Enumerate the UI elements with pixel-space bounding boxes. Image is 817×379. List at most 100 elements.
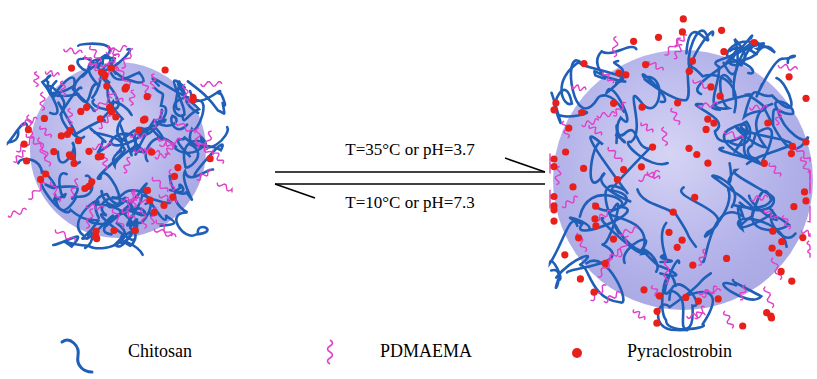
pdmaema-chain (40, 92, 45, 110)
chitosan-symbol (62, 340, 92, 372)
pdmaema-chain (597, 112, 616, 118)
pdmaema-chain (724, 131, 743, 139)
chitosan-chain (729, 163, 774, 210)
pdmaema-chain (589, 125, 602, 135)
pdmaema-chain (40, 126, 52, 138)
pyraclostrobin-dot (552, 99, 559, 106)
pdmaema-chain (159, 138, 175, 148)
pdmaema-chain (603, 72, 614, 84)
chitosan-chain (92, 76, 118, 120)
pyraclostrobin-dot (778, 238, 785, 245)
pyraclostrobin-dot (685, 145, 692, 152)
chitosan-chain (703, 206, 787, 262)
pyraclostrobin-dot (132, 227, 139, 234)
pdmaema-chain (165, 143, 176, 155)
chitosan-chain (658, 273, 711, 330)
pyraclostrobin-dot (769, 228, 776, 235)
pdmaema-chain (608, 147, 622, 162)
pdmaema-chain (740, 285, 746, 300)
equilibrium-arrows (275, 158, 545, 198)
pdmaema-symbol (328, 340, 333, 364)
right-polymer-network (550, 15, 810, 330)
pyraclostrobin-dot (110, 227, 117, 234)
pdmaema-chain (50, 181, 60, 202)
pdmaema-chain (151, 74, 156, 88)
pyraclostrobin-dot (802, 197, 809, 204)
pyraclostrobin-dot (37, 176, 44, 183)
pdmaema-chain (141, 209, 147, 229)
chitosan-chain (555, 61, 623, 110)
chitosan-chain (757, 56, 795, 97)
pdmaema-chain (61, 81, 66, 97)
pdmaema-chain (130, 133, 147, 138)
pyraclostrobin-dot (71, 160, 78, 167)
pyraclostrobin-dot (799, 234, 806, 241)
pyraclostrobin-dot (775, 249, 782, 256)
pdmaema-chain (613, 36, 618, 57)
pyraclostrobin-dot (135, 126, 142, 133)
pyraclostrobin-dot (77, 108, 84, 115)
pdmaema-chain (674, 45, 683, 59)
pdmaema-chain (606, 249, 621, 261)
pyraclostrobin-dot (715, 295, 722, 302)
pyraclostrobin-dot (160, 202, 167, 209)
pyraclostrobin-dot (639, 104, 646, 111)
chitosan-chain (753, 128, 772, 161)
pyraclostrobin-dot (689, 58, 696, 65)
pdmaema-chain (175, 121, 195, 133)
pyraclostrobin-dot (723, 255, 730, 262)
legend-text: Pyraclostrobin (627, 341, 732, 363)
pyraclostrobin-dot (550, 163, 557, 170)
reverse-arrow-barb (275, 184, 315, 198)
pdmaema-chain (93, 97, 112, 110)
pyraclostrobin-dot (691, 194, 698, 201)
pdmaema-chain (751, 195, 768, 201)
pyraclostrobin-dot (592, 222, 599, 229)
pyraclostrobin-dot (174, 164, 181, 171)
pdmaema-chain (782, 215, 790, 229)
pdmaema-chain (664, 260, 669, 284)
condition-label: T=10°C or pH=7.3 (260, 193, 560, 213)
pyraclostrobin-dot (580, 165, 587, 172)
pdmaema-chain (604, 291, 621, 302)
pdmaema-chain (695, 306, 705, 319)
pdmaema-chain (699, 249, 707, 265)
pyraclostrobin-dot (190, 96, 197, 103)
pyraclostrobin-dot (693, 151, 700, 158)
pyraclostrobin-dot (717, 93, 724, 100)
chitosan-chain (724, 39, 745, 74)
pyraclostrobin-dot (761, 160, 768, 167)
pyraclostrobin-dot (656, 292, 663, 299)
pyraclostrobin-dot (162, 66, 169, 73)
pyraclostrobin-dot (630, 38, 637, 45)
pyraclostrobin-dot (569, 183, 576, 190)
pdmaema-chain (619, 236, 629, 257)
pyraclostrobin-dot (92, 233, 99, 240)
pyraclostrobin-dot (620, 166, 627, 173)
pyraclostrobin-dot (590, 289, 597, 296)
pyraclostrobin-dot (655, 34, 662, 41)
pdmaema-chain (205, 131, 212, 150)
pyraclostrobin-dot (580, 60, 587, 67)
pdmaema-chain (86, 209, 93, 229)
pyraclostrobin-dot (718, 27, 725, 34)
pyraclostrobin-dot (97, 153, 104, 160)
chitosan-chain (174, 80, 199, 120)
pyraclostrobin-dot (649, 144, 656, 151)
pyraclostrobin-dot (720, 48, 727, 55)
pyraclostrobin-dot (739, 322, 746, 329)
pdmaema-chain (217, 183, 232, 193)
pyraclostrobin-dot (654, 308, 661, 315)
pyraclostrobin-dot (602, 260, 609, 267)
pdmaema-chain (92, 143, 112, 150)
pyraclostrobin-dot (58, 132, 65, 139)
pyraclostrobin-dot (680, 15, 687, 22)
pyraclostrobin-dot (614, 176, 621, 183)
left-polymer-network (8, 44, 232, 255)
pyraclostrobin-dot (764, 119, 771, 126)
pdmaema-chain (591, 285, 607, 301)
pdmaema-chain (71, 179, 79, 197)
pyraclostrobin-dot (144, 187, 151, 194)
pyraclostrobin-dot (750, 39, 757, 46)
